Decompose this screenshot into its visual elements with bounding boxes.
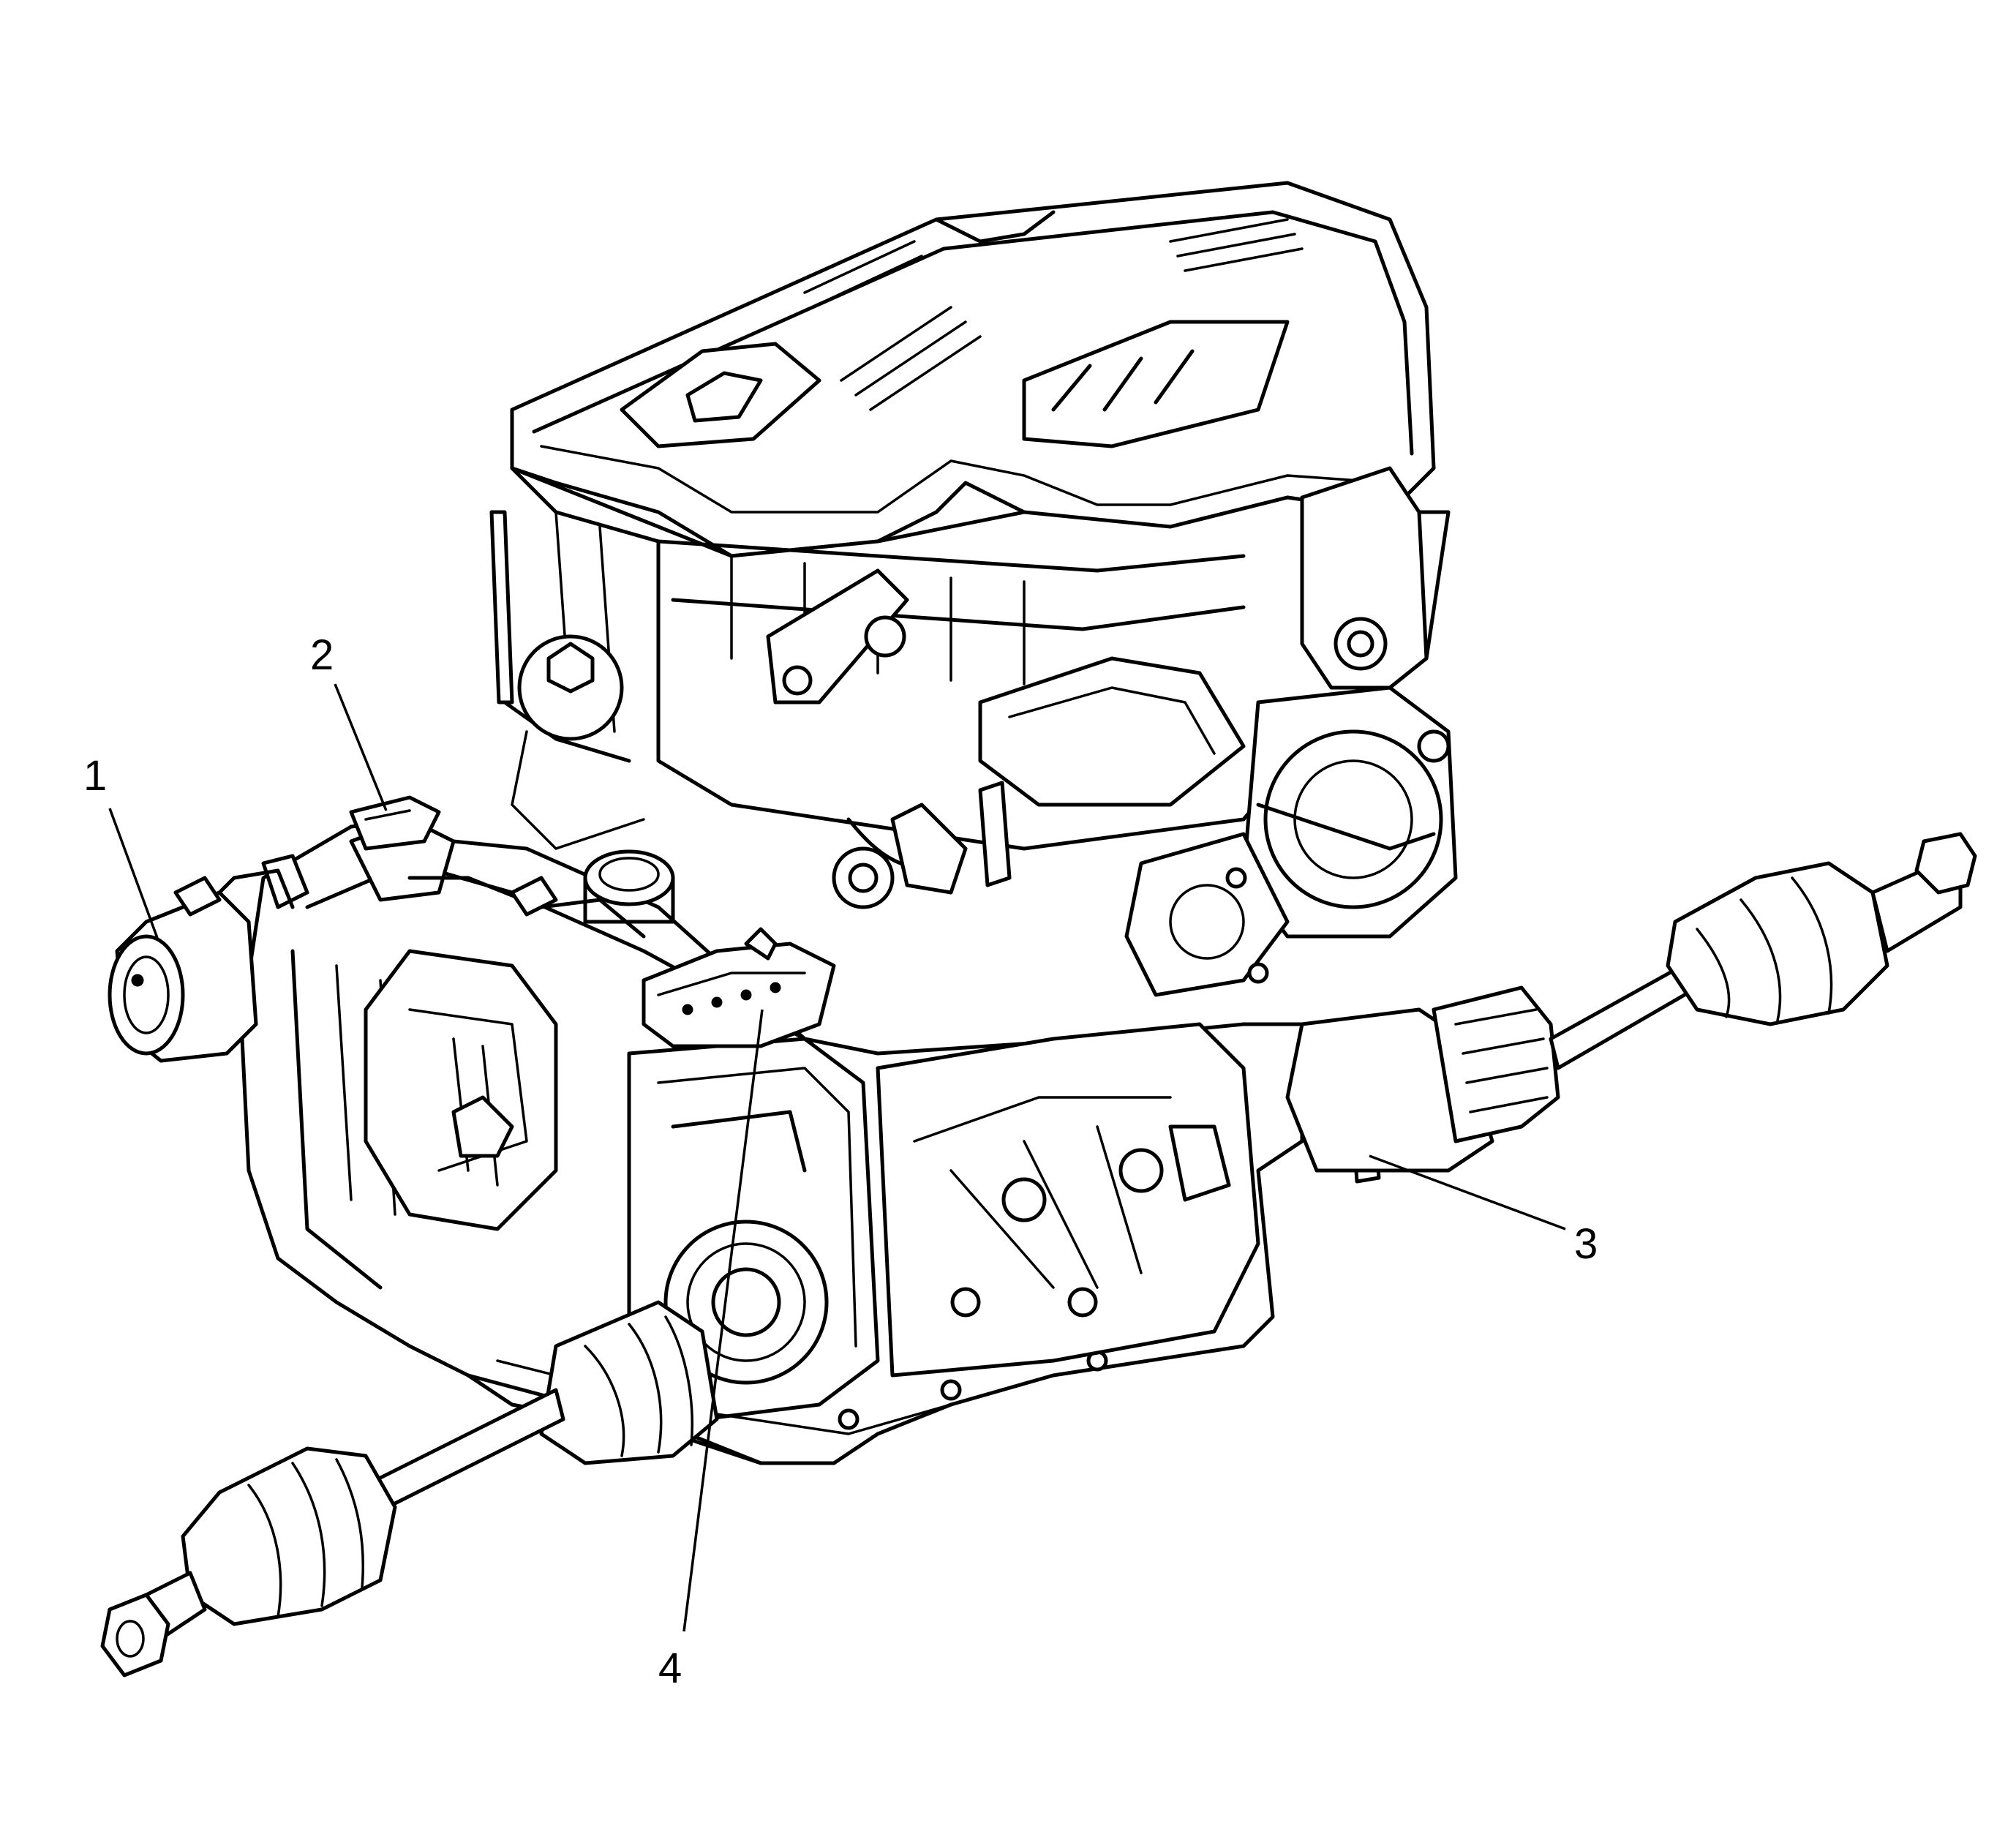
engine-cover (510, 181, 1436, 558)
callout-label-4: 4 (658, 1645, 682, 1692)
engine-block (489, 466, 1451, 909)
leader-line-1 (108, 808, 159, 939)
leader-line-2 (334, 683, 388, 811)
left-axle-shaft (100, 1300, 719, 1677)
leader-line-4 (682, 1009, 764, 1632)
component-4-switch (642, 927, 836, 1048)
transaxle-housing (239, 817, 1304, 1465)
leader-line-3 (1369, 1154, 1566, 1231)
component-2-housing-connector (349, 795, 441, 851)
component-1-motor (108, 868, 295, 1063)
callout-label-2: 2 (310, 631, 334, 679)
callout-label-1: 1 (83, 752, 107, 800)
callout-label-3: 3 (1574, 1220, 1598, 1268)
right-axle-shaft (1285, 832, 1977, 1173)
engine-right-side (1124, 466, 1458, 997)
